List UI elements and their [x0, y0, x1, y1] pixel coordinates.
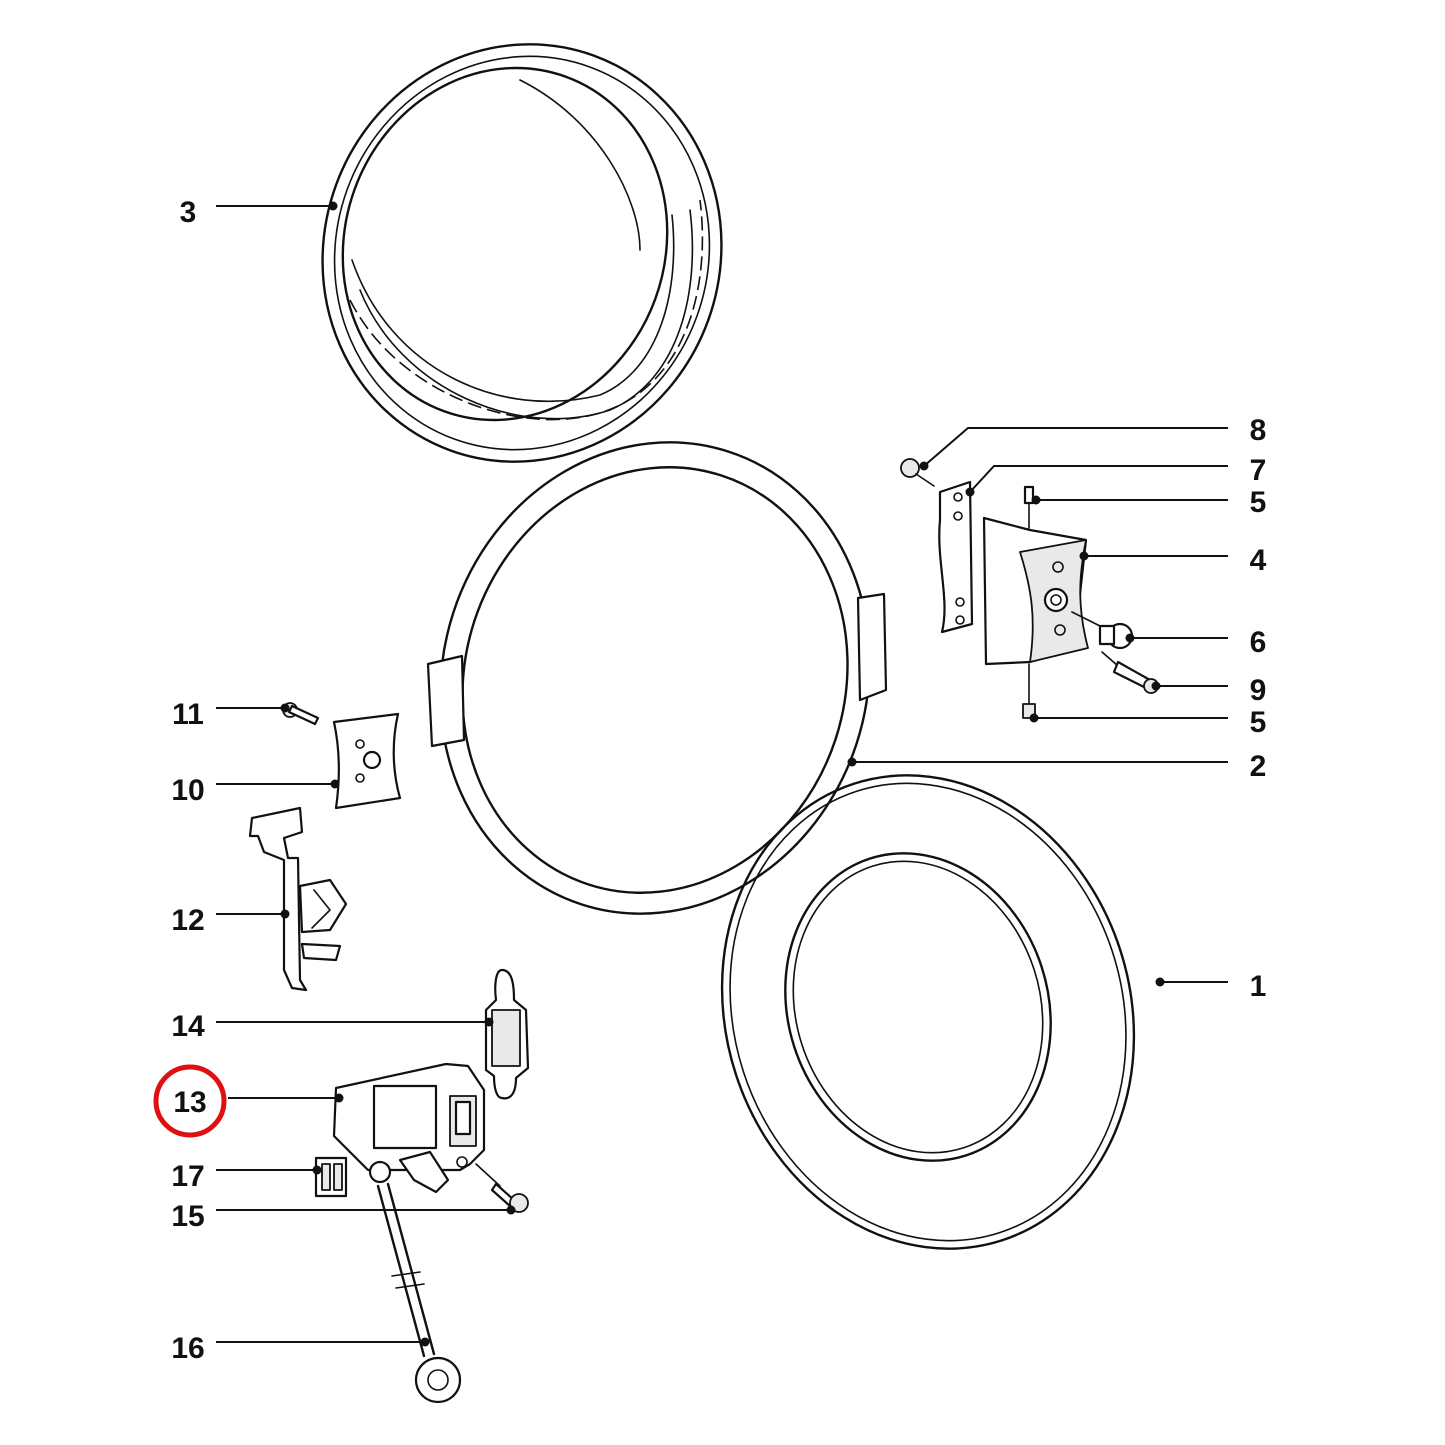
part-6-hinge-cap: [1071, 611, 1134, 650]
svg-text:4: 4: [1250, 544, 1267, 577]
svg-text:3: 3: [180, 196, 197, 229]
part-15-lock-screw: [475, 1163, 529, 1213]
svg-text:14: 14: [171, 1010, 205, 1043]
callout-3: 3: [180, 196, 338, 229]
svg-text:11: 11: [172, 698, 204, 731]
svg-text:7: 7: [1250, 454, 1267, 487]
part-13-door-lock: [332, 1062, 486, 1194]
callout-4: 4: [1079, 544, 1267, 577]
part-14-lock-gasket: [484, 968, 530, 1100]
callout-9: 9: [1151, 674, 1267, 707]
part-7-hinge-plate: [938, 480, 974, 634]
highlight-circle: [153, 1064, 227, 1138]
part-9-hinge-screw: [1101, 651, 1159, 694]
part-5-hinge-pin-bottom: [1022, 663, 1036, 719]
part-17-connector: [314, 1156, 348, 1198]
callout-8: 8: [919, 414, 1267, 471]
part-10-catch-plate: [332, 712, 402, 810]
part-8-hinge-screw: [900, 458, 935, 487]
svg-text:17: 17: [171, 1160, 204, 1193]
callout-17: 17: [171, 1160, 322, 1193]
callout-12: 12: [171, 904, 290, 937]
callout-10: 10: [171, 774, 340, 807]
hinge-assembly: [900, 458, 1159, 719]
callout-15: 15: [171, 1200, 516, 1233]
callout-2: 2: [847, 750, 1267, 783]
svg-text:5: 5: [1250, 486, 1267, 519]
callout-13: 13: [153, 1064, 344, 1138]
svg-text:2: 2: [1250, 750, 1267, 783]
callout-5-bottom: 5: [1029, 706, 1267, 739]
svg-text:8: 8: [1250, 414, 1267, 447]
svg-text:10: 10: [171, 774, 204, 807]
part-12-door-lever: [248, 806, 348, 992]
part-16-release-cable: [368, 1160, 462, 1404]
callout-1: 1: [1155, 970, 1267, 1003]
svg-text:12: 12: [171, 904, 204, 937]
svg-text:5: 5: [1250, 706, 1267, 739]
svg-text:15: 15: [171, 1200, 204, 1233]
svg-text:13: 13: [173, 1086, 206, 1119]
callout-16: 16: [171, 1332, 430, 1365]
part-1-outer-door-ring: [720, 774, 1136, 1250]
svg-text:9: 9: [1250, 674, 1267, 707]
part-3-door-glass-bowl: [321, 43, 723, 463]
part-2-door-frame: [426, 441, 888, 915]
svg-text:1: 1: [1250, 970, 1267, 1003]
part-5-hinge-pin-top: [1023, 485, 1035, 529]
svg-text:16: 16: [171, 1332, 204, 1365]
callout-7: 7: [965, 454, 1267, 497]
part-11-screw: [282, 702, 320, 726]
callout-11: 11: [172, 698, 290, 731]
callouts: 3 8 7 5 4 6 9: [153, 196, 1267, 1365]
svg-text:6: 6: [1250, 626, 1267, 659]
callout-6: 6: [1125, 626, 1267, 659]
callout-14: 14: [171, 1010, 494, 1043]
callout-5-top: 5: [1031, 486, 1267, 519]
